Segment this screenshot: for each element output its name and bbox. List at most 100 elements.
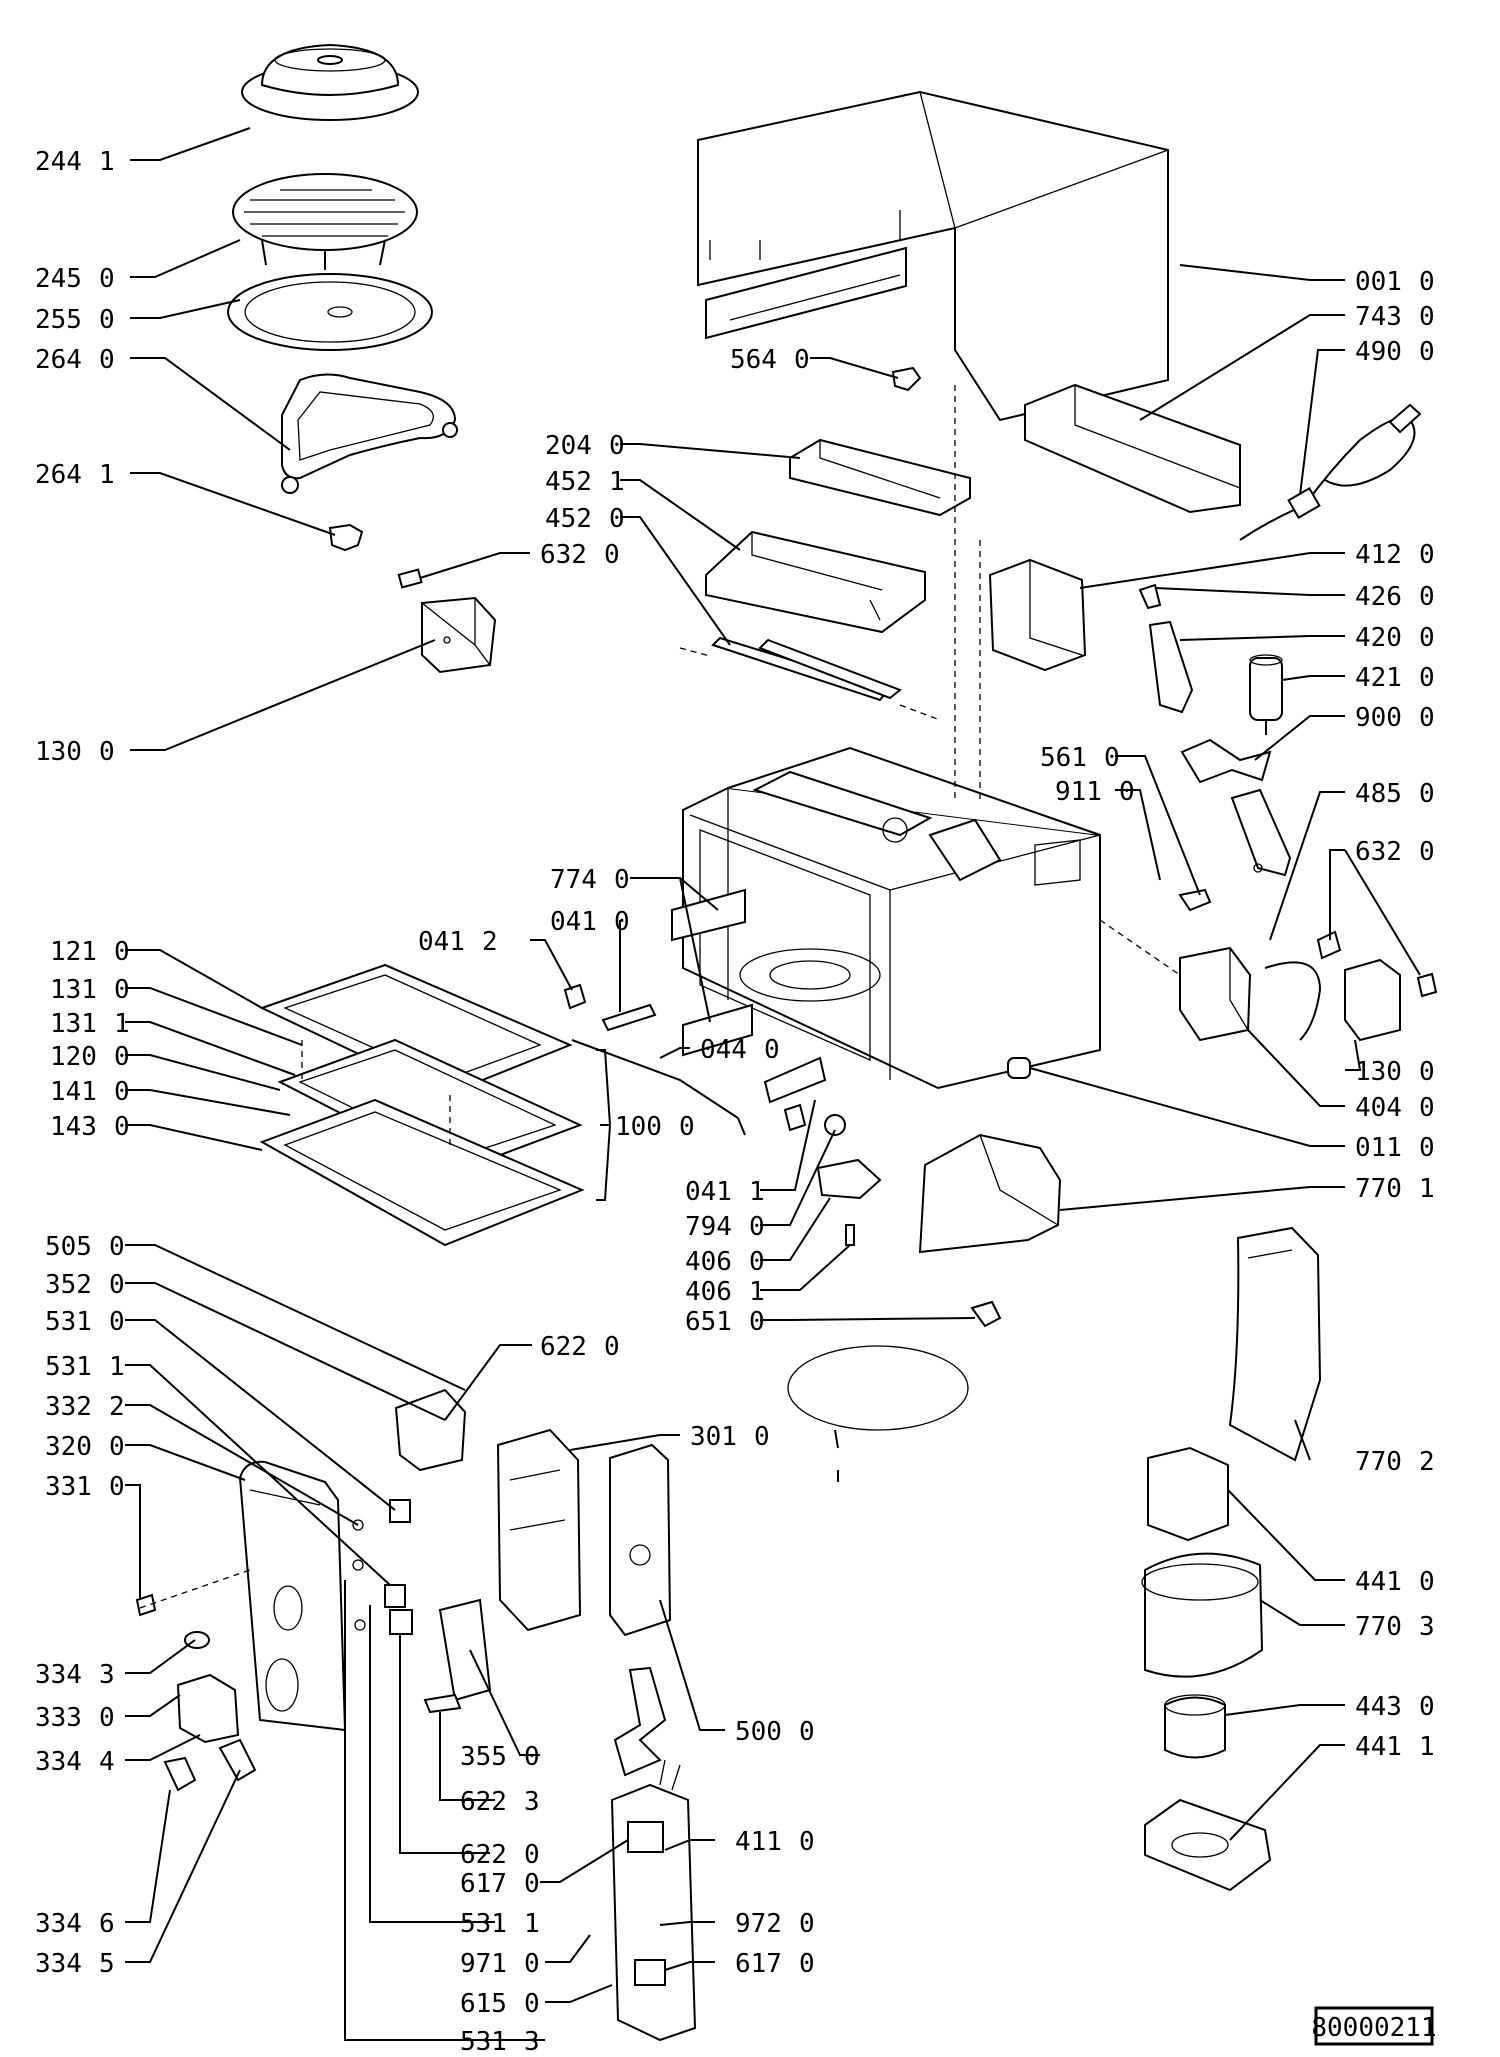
part-variant: 0	[1419, 1567, 1435, 1597]
part-keypad-flex	[438, 1598, 492, 1702]
part-fan-motor	[1147, 1446, 1229, 1542]
part-code: 204	[545, 431, 592, 461]
part-code: 531	[460, 2027, 507, 2053]
part-variant: 1	[609, 467, 625, 497]
part-code: 615	[460, 1989, 507, 2019]
part-code: 743	[1355, 302, 1402, 332]
part-variant: 0	[799, 1909, 815, 1939]
part-code: 561	[1040, 743, 1087, 773]
part-variant: 0	[764, 1035, 780, 1065]
part-code: 564	[730, 345, 777, 375]
part-code: 420	[1355, 623, 1402, 653]
part-fan-housing	[1141, 1552, 1264, 1678]
part-code: 320	[45, 1432, 92, 1462]
part-code: 622	[460, 1787, 507, 1817]
part-code: 622	[540, 1332, 587, 1362]
part-variant: 0	[1419, 1133, 1435, 1163]
part-control-board	[609, 1443, 672, 1637]
part-code: 041	[418, 927, 465, 957]
part-variant: 0	[1419, 337, 1435, 367]
part-power-board	[496, 1428, 582, 1632]
part-hinge	[601, 1003, 657, 1032]
part-variant: 2	[1419, 1447, 1435, 1477]
part-variant: 0	[799, 1717, 815, 1747]
part-code: 421	[1355, 663, 1402, 693]
part-variant: 1	[749, 1277, 765, 1307]
part-display-module	[394, 1388, 467, 1472]
part-code: 632	[1355, 837, 1402, 867]
part-knob-lower	[163, 1756, 197, 1792]
part-code: 130	[35, 737, 82, 767]
part-code: 041	[550, 907, 597, 937]
part-switch-block	[1179, 946, 1322, 1042]
part-code: 770	[1355, 1447, 1402, 1477]
part-code: 911	[1055, 777, 1102, 807]
part-variant: 0	[99, 305, 115, 335]
part-door-bracket-clip	[301, 1040, 451, 1150]
part-code: 264	[35, 345, 82, 375]
part-variant: 0	[99, 345, 115, 375]
part-code: 131	[50, 1009, 97, 1039]
part-code: 531	[460, 1909, 507, 1939]
part-variant: 0	[109, 1270, 125, 1300]
part-code: 531	[45, 1307, 92, 1337]
part-variant: 0	[1419, 837, 1435, 867]
part-variant: 0	[749, 1212, 765, 1242]
part-button-b	[384, 1584, 406, 1608]
part-variant: 2	[109, 1392, 125, 1422]
part-code: 334	[35, 1949, 82, 1979]
part-code: 770	[1355, 1612, 1402, 1642]
part-variant: 0	[114, 1042, 130, 1072]
part-latch-block	[421, 596, 497, 674]
part-variant: 0	[109, 1307, 125, 1337]
part-code: 264	[35, 460, 82, 490]
part-thermal-fuse	[1178, 888, 1212, 912]
part-hinge-pin	[563, 983, 587, 1010]
callout-264-0: 264 0	[35, 345, 115, 375]
part-variant: 0	[799, 1949, 815, 1979]
callout-770-2: 770 2	[1355, 1447, 1435, 1477]
part-variant: 6	[99, 1909, 115, 1939]
part-code: 617	[735, 1949, 782, 1979]
part-variant: 0	[1419, 1692, 1435, 1722]
part-code: 334	[35, 1909, 82, 1939]
parts-drawings: 80000211	[135, 43, 1438, 2046]
part-fan-blade	[1164, 1694, 1226, 1759]
part-connector	[423, 1693, 462, 1714]
part-heater-shield	[705, 530, 926, 634]
part-code: 301	[690, 1422, 737, 1452]
part-variant: 0	[524, 1989, 540, 2019]
callout-632-0b: 632 0	[1355, 837, 1435, 867]
part-coupler	[328, 523, 364, 552]
part-code: 412	[1355, 540, 1402, 570]
part-code: 141	[50, 1077, 97, 1107]
part-code: 485	[1355, 779, 1402, 809]
part-variant: 0	[1419, 540, 1435, 570]
part-bracket	[1180, 738, 1272, 784]
part-variant: 1	[114, 1009, 130, 1039]
part-variant: 0	[749, 1247, 765, 1277]
